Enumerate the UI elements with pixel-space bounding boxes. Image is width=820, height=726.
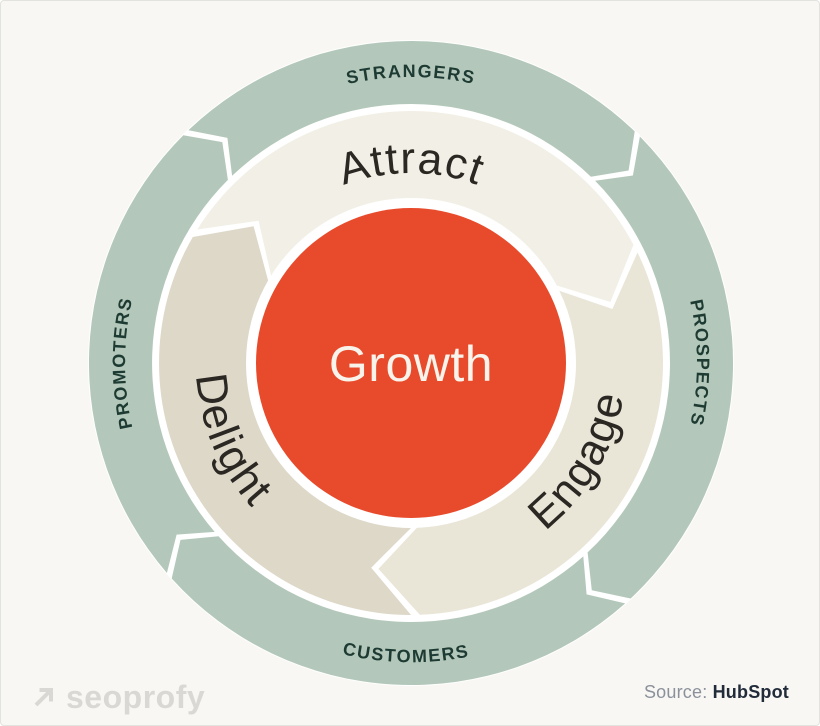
stage-segment-engage: [378, 252, 663, 615]
brand-logo: seoprofy: [31, 681, 205, 713]
outer-ring-segment-prospects: [587, 136, 734, 599]
stage-segment-delight: [159, 226, 411, 615]
outer-ring-segment-strangers: [188, 40, 635, 177]
source-value: HubSpot: [712, 682, 789, 702]
brand-name: seoprofy: [66, 679, 206, 715]
outer-ring-segment-promoters: [88, 135, 228, 574]
growth-center-label: Growth: [329, 336, 493, 392]
source-label: Source:: [643, 682, 708, 702]
stage-segment-attract: [197, 111, 634, 302]
growth-center-text: Growth: [329, 336, 493, 392]
source-attribution: Source: HubSpot: [644, 682, 789, 703]
growth-center-circle: [256, 208, 566, 518]
outer-ring-segment-customers: [171, 536, 626, 686]
arrow-up-right-icon: [34, 688, 53, 707]
